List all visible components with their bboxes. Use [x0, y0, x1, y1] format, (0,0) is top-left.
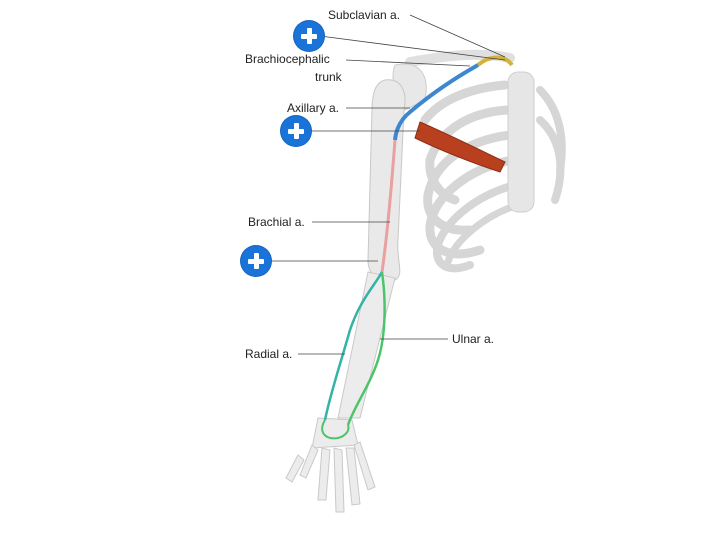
- label-subclavian: Subclavian a.: [328, 8, 401, 22]
- axillary-artery: [393, 63, 479, 141]
- sternum: [507, 71, 535, 213]
- brachial-artery: [380, 139, 397, 273]
- label-brachiocephalic-line1: Brachiocephalic: [245, 52, 330, 66]
- label-ulnar: Ulnar a.: [452, 332, 495, 346]
- add-icon[interactable]: [241, 246, 271, 276]
- radial-artery: [323, 271, 384, 421]
- add-icon[interactable]: [294, 21, 324, 51]
- label-brachial: Brachial a.: [248, 215, 305, 229]
- palmar-arch: [321, 419, 350, 440]
- label-radial: Radial a.: [245, 347, 293, 361]
- rib-cage: [420, 80, 566, 273]
- hand-bones: [285, 417, 376, 513]
- subclavian-artery: [476, 55, 514, 67]
- label-axillary: Axillary a.: [287, 101, 340, 115]
- label-brachiocephalic-line2: trunk: [315, 70, 342, 84]
- pectoralis-muscle: [414, 121, 506, 173]
- add-icon[interactable]: [281, 116, 311, 146]
- forearm-bones: [337, 271, 396, 419]
- ulnar-artery: [346, 271, 386, 426]
- leader-lines: [272, 14, 506, 355]
- humerus: [367, 79, 406, 282]
